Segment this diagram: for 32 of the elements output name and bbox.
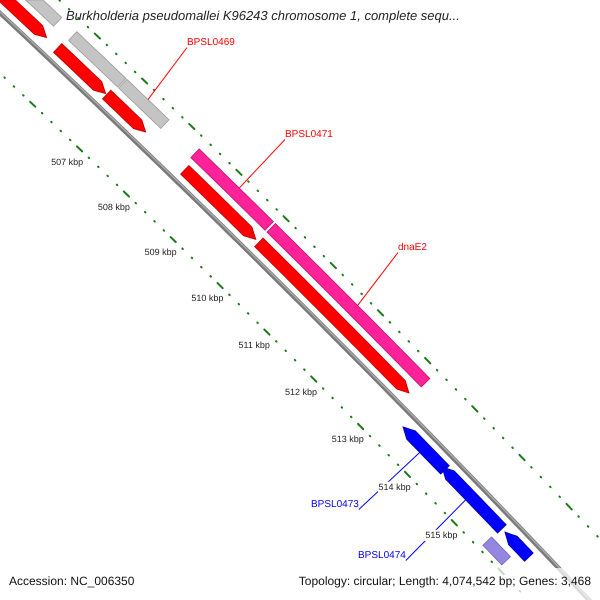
gene-pentagon [441, 466, 507, 534]
accession-text: Accession: NC_006350 [9, 575, 134, 589]
gene-label: BPSL0473 [311, 499, 359, 510]
scale-label: 511 kbp [238, 340, 271, 350]
scale-label: 510 kbp [190, 293, 224, 304]
scale-label: 507 kbp [50, 156, 84, 168]
gene-bar [482, 536, 512, 566]
gene-bar [190, 148, 274, 231]
scale-label: 508 kbp [96, 202, 131, 212]
leader-line [148, 47, 188, 100]
scale-label: 512 kbp [284, 386, 318, 397]
gene-label: BPSL0474 [358, 550, 406, 562]
map-title: Burkholderia pseudomallei K96243 chromosome 1, complete sequ... [66, 9, 460, 24]
scale-label: 514 kbp [378, 482, 412, 492]
gene-pentagon [0, 0, 48, 38]
leader-line [238, 139, 286, 189]
scale-label: 509 kbp [144, 247, 178, 258]
gene-pentagon [102, 90, 146, 133]
scale-label: 513 kbp [330, 434, 365, 444]
gene-bar [24, 0, 62, 27]
gene-label: BPSL0469 [187, 37, 235, 48]
sequence-info-text: Topology: circular; Length: 4,074,542 bp; Genes: 3,468 [298, 575, 591, 589]
gene-bar [68, 31, 126, 88]
gene-label: dnaE2 [398, 242, 427, 254]
scale-label: 515 kbp [424, 530, 458, 540]
gene-pentagon [52, 43, 106, 94]
gene-label: BPSL0471 [285, 129, 333, 140]
leader-line [357, 252, 398, 306]
gene-pentagon [180, 164, 256, 240]
gene-pentagon [504, 531, 534, 562]
gene-pentagon [402, 426, 450, 475]
gene-bar [118, 78, 170, 130]
